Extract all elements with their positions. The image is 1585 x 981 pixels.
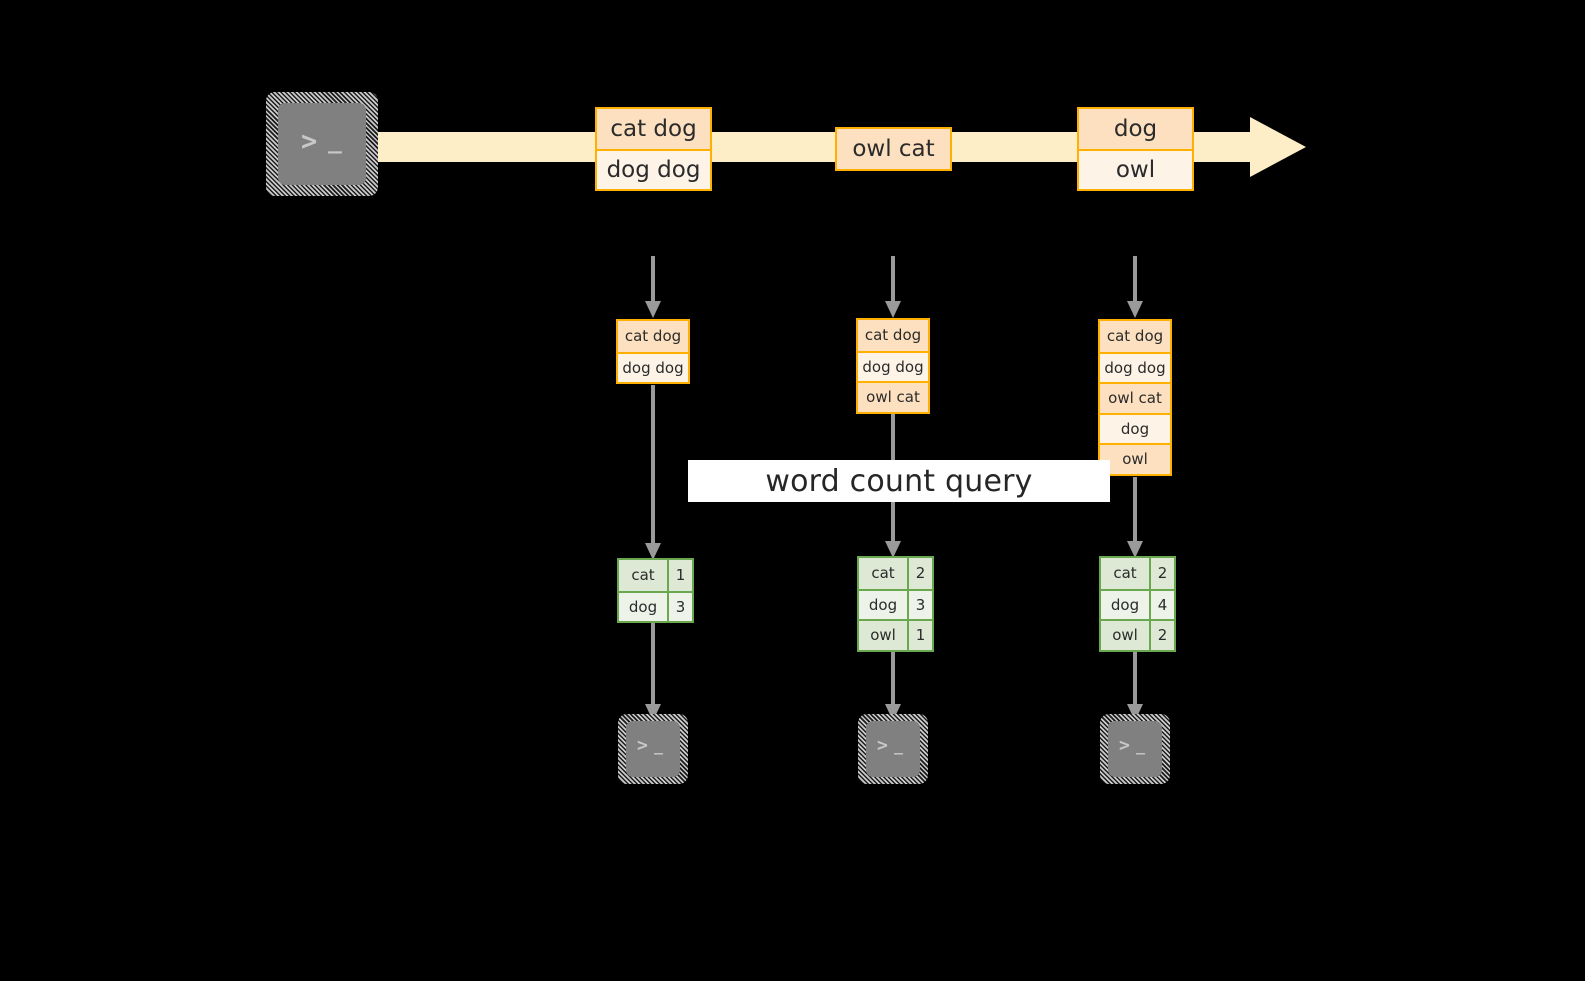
result-row: dog 3 bbox=[619, 590, 692, 621]
connector-arrowhead bbox=[1126, 541, 1143, 558]
stream-record: dog bbox=[1079, 109, 1192, 149]
result-row: owl 1 bbox=[859, 619, 932, 650]
snapshot-2-input-box: cat dog dog dog owl cat bbox=[856, 318, 930, 414]
terminal-cursor-icon: _ bbox=[1136, 737, 1146, 755]
result-count: 3 bbox=[907, 590, 932, 619]
input-line: dog bbox=[1100, 412, 1170, 443]
stream-arrow-head bbox=[1250, 117, 1306, 177]
result-word: owl bbox=[859, 621, 907, 650]
connector-arrowhead bbox=[1126, 301, 1143, 318]
connector-arrowhead bbox=[644, 301, 661, 318]
result-count: 3 bbox=[667, 592, 692, 621]
connector-shaft bbox=[651, 256, 655, 301]
connector-arrowhead bbox=[884, 301, 901, 318]
input-line: cat dog bbox=[1100, 321, 1170, 352]
input-line: owl bbox=[1100, 443, 1170, 474]
input-line: dog dog bbox=[858, 350, 928, 381]
connector-shaft bbox=[651, 385, 655, 543]
input-line: dog dog bbox=[618, 351, 688, 382]
terminal-cursor-icon: _ bbox=[654, 737, 664, 755]
snapshot-1-sink-terminal-icon[interactable]: > _ bbox=[618, 714, 688, 784]
result-row: dog 3 bbox=[859, 588, 932, 619]
connector-shaft bbox=[651, 623, 655, 704]
connector-arrowhead bbox=[644, 543, 661, 560]
result-count: 2 bbox=[1149, 558, 1174, 589]
terminal-cursor-icon: _ bbox=[894, 737, 904, 755]
terminal-prompt-icon: > bbox=[877, 735, 888, 756]
result-word: owl bbox=[1101, 621, 1149, 650]
snapshot-1-result-table: cat 1 dog 3 bbox=[617, 558, 694, 623]
result-row: cat 2 bbox=[859, 558, 932, 589]
connector-shaft bbox=[1133, 256, 1137, 301]
result-word: cat bbox=[859, 558, 907, 589]
snapshot-3-sink-terminal-icon[interactable]: > _ bbox=[1100, 714, 1170, 784]
source-terminal-icon[interactable]: > _ bbox=[266, 92, 378, 196]
result-row: cat 2 bbox=[1101, 558, 1174, 589]
query-label-band: word count query bbox=[688, 460, 1110, 502]
stream-group-1: cat dog dog dog bbox=[595, 107, 712, 191]
snapshot-3-input-box: cat dog dog dog owl cat dog owl bbox=[1098, 319, 1172, 476]
stream-record: dog dog bbox=[597, 149, 710, 189]
result-word: cat bbox=[619, 560, 667, 591]
input-line: cat dog bbox=[618, 321, 688, 352]
result-row: cat 1 bbox=[619, 560, 692, 591]
terminal-prompt-icon: > bbox=[301, 126, 318, 157]
terminal-face bbox=[278, 103, 366, 185]
snapshot-2-result-table: cat 2 dog 3 owl 1 bbox=[857, 556, 934, 652]
input-line: owl cat bbox=[1100, 382, 1170, 413]
result-count: 1 bbox=[907, 621, 932, 650]
terminal-prompt-icon: > bbox=[1119, 735, 1130, 756]
stream-record: cat dog bbox=[597, 109, 710, 149]
result-word: dog bbox=[859, 590, 907, 619]
connector-shaft bbox=[1133, 652, 1137, 704]
result-count: 2 bbox=[907, 558, 932, 589]
connector-shaft bbox=[891, 256, 895, 301]
result-row: dog 4 bbox=[1101, 588, 1174, 619]
input-line: dog dog bbox=[1100, 351, 1170, 382]
snapshot-3-result-table: cat 2 dog 4 owl 2 bbox=[1099, 556, 1176, 652]
snapshot-2-sink-terminal-icon[interactable]: > _ bbox=[858, 714, 928, 784]
result-count: 1 bbox=[667, 560, 692, 591]
terminal-face bbox=[1108, 721, 1162, 777]
connector-arrowhead bbox=[884, 541, 901, 558]
input-line: owl cat bbox=[858, 381, 928, 412]
input-line: cat dog bbox=[858, 320, 928, 351]
result-word: dog bbox=[1101, 590, 1149, 619]
result-count: 4 bbox=[1149, 590, 1174, 619]
stream-group-3: dog owl bbox=[1077, 107, 1194, 191]
result-word: dog bbox=[619, 592, 667, 621]
result-row: owl 2 bbox=[1101, 619, 1174, 650]
terminal-prompt-icon: > bbox=[637, 735, 648, 756]
query-label-text: word count query bbox=[765, 463, 1033, 499]
stream-record: owl bbox=[1079, 149, 1192, 189]
connector-shaft bbox=[891, 652, 895, 704]
snapshot-1-input-box: cat dog dog dog bbox=[616, 319, 690, 384]
result-word: cat bbox=[1101, 558, 1149, 589]
result-count: 2 bbox=[1149, 621, 1174, 650]
terminal-cursor-icon: _ bbox=[328, 128, 342, 154]
stream-group-2: owl cat bbox=[835, 127, 952, 171]
terminal-face bbox=[626, 721, 680, 777]
connector-shaft bbox=[1133, 477, 1137, 541]
terminal-face bbox=[866, 721, 920, 777]
stream-record: owl cat bbox=[837, 129, 950, 169]
